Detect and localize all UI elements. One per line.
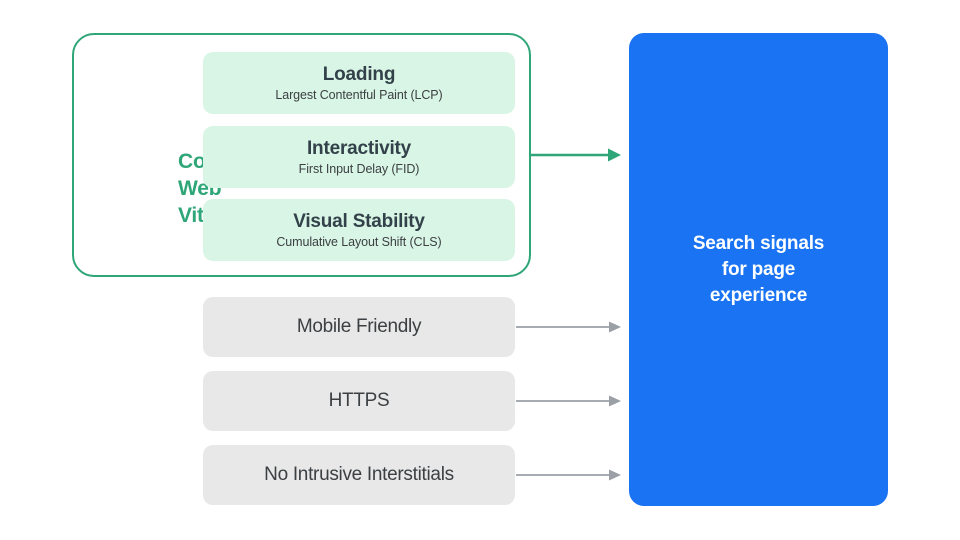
signal-box-mobile-friendly: Mobile Friendly	[203, 297, 515, 357]
search-signals-line-1: Search signals	[692, 232, 825, 254]
metric-subtitle-visual-stability: Cumulative Layout Shift (CLS)	[276, 234, 442, 249]
search-signals-panel-text: Search signals for page experience	[659, 231, 859, 309]
mobile-friendly-arrow-icon	[516, 321, 621, 333]
metric-subtitle-interactivity: First Input Delay (FID)	[298, 161, 420, 176]
signal-label-no-intrusive-interstitials: No Intrusive Interstitials	[264, 464, 454, 485]
metric-card-interactivity: Interactivity First Input Delay (FID)	[203, 126, 515, 188]
signal-label-mobile-friendly: Mobile Friendly	[296, 316, 422, 337]
metric-card-loading: Loading Largest Contentful Paint (LCP)	[203, 52, 515, 114]
signal-box-no-intrusive-interstitials: No Intrusive Interstitials	[203, 445, 515, 505]
signal-box-https: HTTPS	[203, 371, 515, 431]
metric-title-visual-stability: Visual Stability	[293, 210, 425, 232]
core-web-vitals-arrow-icon	[531, 148, 621, 162]
search-signals-line-3: experience	[709, 284, 808, 306]
no-intrusive-interstitials-arrow-icon	[516, 469, 621, 481]
metric-title-loading: Loading	[322, 63, 396, 85]
metric-subtitle-loading: Largest Contentful Paint (LCP)	[275, 87, 443, 102]
signal-label-https: HTTPS	[328, 390, 390, 411]
search-signals-panel: Search signals for page experience	[629, 33, 888, 506]
https-arrow-icon	[516, 395, 621, 407]
search-signals-line-2: for page	[721, 258, 796, 280]
metric-title-interactivity: Interactivity	[306, 137, 412, 159]
metric-card-visual-stability: Visual Stability Cumulative Layout Shift…	[203, 199, 515, 261]
